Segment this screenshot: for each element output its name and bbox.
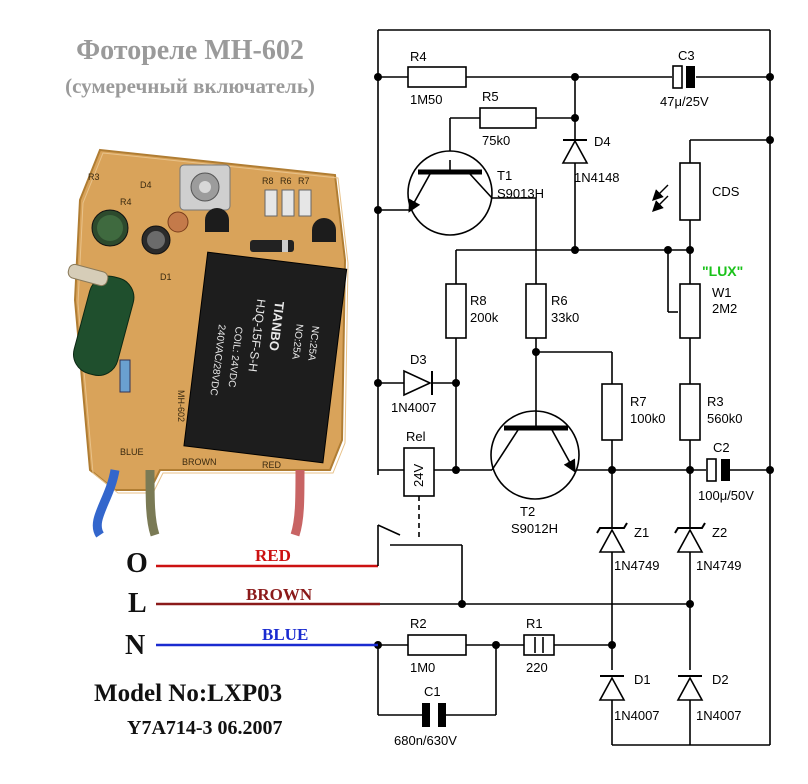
c3-ref: C3 [678, 48, 695, 63]
resistor-r6: R6 33k0 [525, 283, 579, 339]
wire-color-brown: BROWN [246, 585, 313, 604]
junctions [374, 73, 774, 649]
lux-label: "LUX" [702, 263, 743, 279]
capacitor-c1: C1 680n/630V [394, 684, 457, 748]
relay-coil: 24V Rel [403, 429, 435, 538]
d1-value: 1N4007 [614, 708, 660, 723]
resistor-r1: R1 220 [523, 616, 555, 675]
d4-ref: D4 [594, 134, 611, 149]
mains-wires [156, 525, 380, 647]
r7-ref: R7 [630, 394, 647, 409]
relay-ref: Rel [406, 429, 426, 444]
r2-ref: R2 [410, 616, 427, 631]
zener-z2: Z2 1N4749 [674, 522, 742, 573]
cds-label: CDS [712, 184, 740, 199]
transistor-t1: T1 S9013H [407, 150, 544, 236]
pcb-photo: TIANBO HJQ-15F-S-H COIL: 24VDC 240VAC/28… [34, 117, 362, 538]
potentiometer-w1: "LUX" W1 2M2 [679, 263, 743, 339]
z1-value: 1N4749 [614, 558, 660, 573]
d4-value: 1N4148 [574, 170, 620, 185]
relay-no: NO:25A [289, 323, 304, 360]
photoresistor-cds: CDS [652, 162, 740, 221]
board-mark: R4 [120, 197, 132, 207]
r5-value: 75k0 [482, 133, 510, 148]
terminal-l: L [128, 588, 147, 619]
schematic-wires [377, 29, 771, 746]
model-number: Model No:LXP03 [94, 680, 283, 707]
diode-d3: D3 1N4007 [391, 352, 437, 415]
resistor-r8: R8 200k [445, 283, 499, 339]
c1-value: 680n/630V [394, 733, 457, 748]
d3-value: 1N4007 [391, 400, 437, 415]
r1-ref: R1 [526, 616, 543, 631]
z1-ref: Z1 [634, 525, 649, 540]
relay-voltage: 24V [411, 464, 426, 487]
relay-nc: NC:25A [305, 325, 320, 361]
board-mark: R7 [298, 176, 310, 186]
board-mark: R6 [280, 176, 292, 186]
c2-ref: C2 [713, 440, 730, 455]
board-mark: RED [262, 460, 282, 470]
wire-color-red: RED [255, 546, 291, 565]
c3-value: 47μ/25V [660, 94, 709, 109]
c2-value: 100μ/50V [698, 488, 754, 503]
board-mark: R8 [262, 176, 274, 186]
resistor-r4: R4 1M50 [407, 49, 467, 107]
d2-value: 1N4007 [696, 708, 742, 723]
capacitor-c2: C2 100μ/50V [698, 440, 754, 503]
t2-value: S9012H [511, 521, 558, 536]
r4-ref: R4 [410, 49, 427, 64]
t1-ref: T1 [497, 168, 512, 183]
diode-d2: D2 1N4007 [676, 672, 742, 723]
r6-value: 33k0 [551, 310, 579, 325]
r3-value: 560k0 [707, 411, 742, 426]
zener-z1: Z1 1N4749 [596, 522, 660, 573]
r3-ref: R3 [707, 394, 724, 409]
w1-value: 2M2 [712, 301, 737, 316]
diode-d4: D4 1N4148 [561, 134, 620, 185]
wire-color-blue: BLUE [262, 625, 309, 644]
t2-ref: T2 [520, 504, 535, 519]
capacitor-c3: C3 47μ/25V [660, 48, 709, 109]
z2-ref: Z2 [712, 525, 727, 540]
w1-ref: W1 [712, 285, 732, 300]
transistor-t2: T2 S9012H [490, 410, 580, 536]
terminal-o: O [126, 548, 148, 579]
r5-ref: R5 [482, 89, 499, 104]
c1-ref: C1 [424, 684, 441, 699]
relay-brand: TIANBO [266, 300, 287, 351]
terminal-n: N [125, 630, 146, 661]
board-mark: MH-602 [176, 390, 186, 422]
page-title: Фотореле МН-602 [76, 35, 304, 66]
board-mark: D1 [160, 272, 172, 282]
r1-value: 220 [526, 660, 548, 675]
t1-value: S9013H [497, 186, 544, 201]
r8-ref: R8 [470, 293, 487, 308]
board-mark: BROWN [182, 457, 217, 467]
d3-ref: D3 [410, 352, 427, 367]
batch-code: Y7A714-3 06.2007 [127, 717, 283, 739]
d2-ref: D2 [712, 672, 729, 687]
board-mark: R3 [88, 172, 100, 182]
z2-value: 1N4749 [696, 558, 742, 573]
r4-value: 1M50 [410, 92, 443, 107]
d1-ref: D1 [634, 672, 651, 687]
resistor-r3: R3 560k0 [679, 383, 742, 441]
diode-d1: D1 1N4007 [598, 672, 660, 723]
board-mark: BLUE [120, 447, 144, 457]
r2-value: 1M0 [410, 660, 435, 675]
resistor-r5: R5 75k0 [479, 89, 537, 148]
r8-value: 200k [470, 310, 499, 325]
r6-ref: R6 [551, 293, 568, 308]
resistor-r7: R7 100k0 [601, 383, 665, 441]
page-subtitle: (сумеречный включатель) [65, 74, 315, 98]
resistor-r2: R2 1M0 [407, 616, 467, 675]
r7-value: 100k0 [630, 411, 665, 426]
board-mark: D4 [140, 180, 152, 190]
